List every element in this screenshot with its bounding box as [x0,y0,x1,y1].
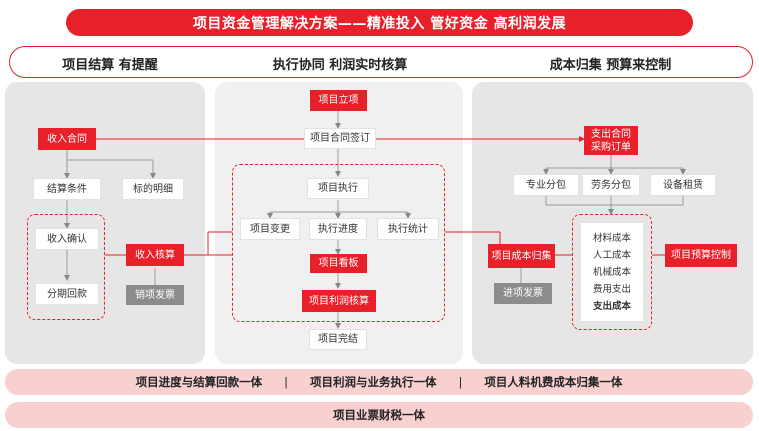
band-separator: | [458,375,463,389]
cost-item: 人工成本 [592,249,631,261]
income-group-frame [27,214,105,320]
output-invoice-box: 销项发票 [126,285,184,305]
input-invoice-box: 进项发票 [494,283,552,304]
column-title-settlement: 项目结算 有提醒 [62,57,158,73]
project-kanban-box: 项目看板 [310,254,367,273]
cost-item: 机械成本 [592,266,631,278]
installment-payment-box: 分期回款 [35,283,99,305]
execution-group-frame [232,164,445,322]
equipment-rental-box: 设备租赁 [650,174,716,196]
column-header-bar [9,46,753,78]
band-item-profit: 项目利润与业务执行一体 [310,375,437,389]
settlement-terms-box: 结算条件 [33,178,101,200]
labor-subcontract-box: 劳务分包 [582,174,640,196]
budget-control-box: 项目预算控制 [665,244,737,267]
project-execution-box: 项目执行 [307,178,369,199]
cost-collection-box: 项目成本归集 [488,244,555,268]
expense-contract-box: 支出合同 采购订单 [584,126,638,155]
integration-band: 项目进度与结算回款一体 | 项目利润与业务执行一体 | 项目人料机费成本归集一体 [5,369,753,395]
expense-contract-label: 支出合同 [591,128,631,140]
execution-stats-box: 执行统计 [377,218,439,240]
band-separator: | [284,375,288,389]
cost-item: 费用支出 [592,283,631,295]
column-title-execution: 执行协同 利润实时核算 [272,57,408,73]
cost-item: 支出成本 [592,300,631,312]
execution-progress-box: 执行进度 [309,218,367,240]
cost-item: 材料成本 [592,232,631,244]
subcontract-box: 专业分包 [513,174,579,196]
income-contract-box: 收入合同 [38,128,96,150]
column-title-cost: 成本归集 预算来控制 [549,57,672,73]
cost-items-list: 材料成本 人工成本 机械成本 费用支出 支出成本 [580,222,644,322]
band-item-progress: 项目进度与结算回款一体 [135,375,263,389]
cost-items-frame [572,214,652,330]
contract-signing-box: 项目合同签订 [304,128,376,149]
band-item-cost: 项目人料机费成本归集一体 [484,375,623,389]
tax-integration-band: 项目业票财税一体 [5,402,753,428]
purchase-order-label: 采购订单 [591,141,631,153]
income-confirm-box: 收入确认 [35,228,99,250]
project-change-box: 项目变更 [240,218,300,240]
income-accounting-box: 收入核算 [126,244,184,266]
page-title: 项目资金管理解决方案——精准投入 管好资金 高利润发展 [66,9,693,36]
project-setup-box: 项目立项 [310,90,367,111]
bid-details-box: 标的明细 [122,178,184,200]
profit-accounting-box: 项目利润核算 [302,290,376,312]
project-complete-box: 项目完结 [309,329,367,350]
